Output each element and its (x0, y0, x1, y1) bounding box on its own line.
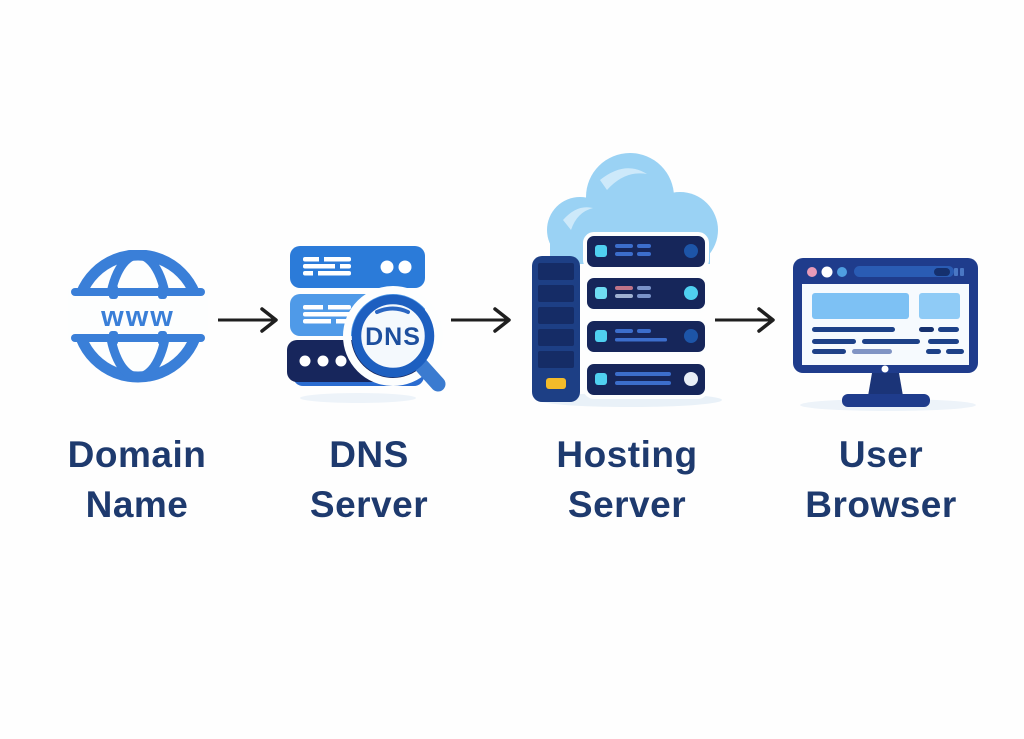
rack-unit-4 (583, 360, 709, 399)
dns-server-bar-top (290, 246, 425, 288)
rack-unit-2 (583, 274, 709, 313)
magnifier-icon: DNS (343, 286, 446, 392)
window-dot-white (821, 266, 833, 278)
dns-shadow (300, 393, 416, 403)
server-rack-units (583, 232, 709, 399)
globe-www-icon: www (68, 250, 208, 383)
rack-unit-3 (583, 317, 709, 356)
address-bar (854, 266, 954, 277)
flow-arrow-icon (451, 307, 511, 333)
label-user-browser: User Browser (761, 430, 1001, 530)
label-line: User (838, 434, 924, 475)
flow-arrow-icon (218, 307, 278, 333)
flow-arrow-icon (715, 307, 775, 333)
cloud-server-rack-icon (532, 153, 722, 407)
desktop-monitor-browser-icon (793, 258, 978, 411)
rack-unit-1 (583, 232, 709, 271)
monitor-power-dot (881, 365, 889, 373)
monitor-stand-neck (868, 373, 903, 396)
window-dot-pink (807, 267, 817, 277)
label-line: Hosting (556, 434, 698, 475)
browser-toolbar (807, 266, 964, 278)
browser-page-content (802, 284, 969, 365)
hero-banner-block (812, 293, 909, 319)
side-image-block (919, 293, 960, 319)
monitor-stand-base (842, 394, 930, 407)
label-line: Browser (805, 484, 957, 525)
server-tower-icon (532, 256, 580, 402)
label-line: Server (567, 484, 687, 525)
label-domain-name: Domain Name (17, 430, 257, 530)
globe-www-text: www (100, 301, 175, 333)
label-line: Name (85, 484, 189, 525)
label-hosting-server: Hosting Server (507, 430, 747, 530)
label-line: Domain (67, 434, 207, 475)
label-line: DNS (329, 434, 409, 475)
label-dns-server: DNS Server (249, 430, 489, 530)
magnifier-dns-text: DNS (365, 323, 421, 351)
tower-power-light (546, 378, 566, 389)
window-dot-blue (837, 267, 847, 277)
label-line: Server (309, 484, 429, 525)
dns-lookup-magnifier-icon: DNS (287, 246, 446, 403)
